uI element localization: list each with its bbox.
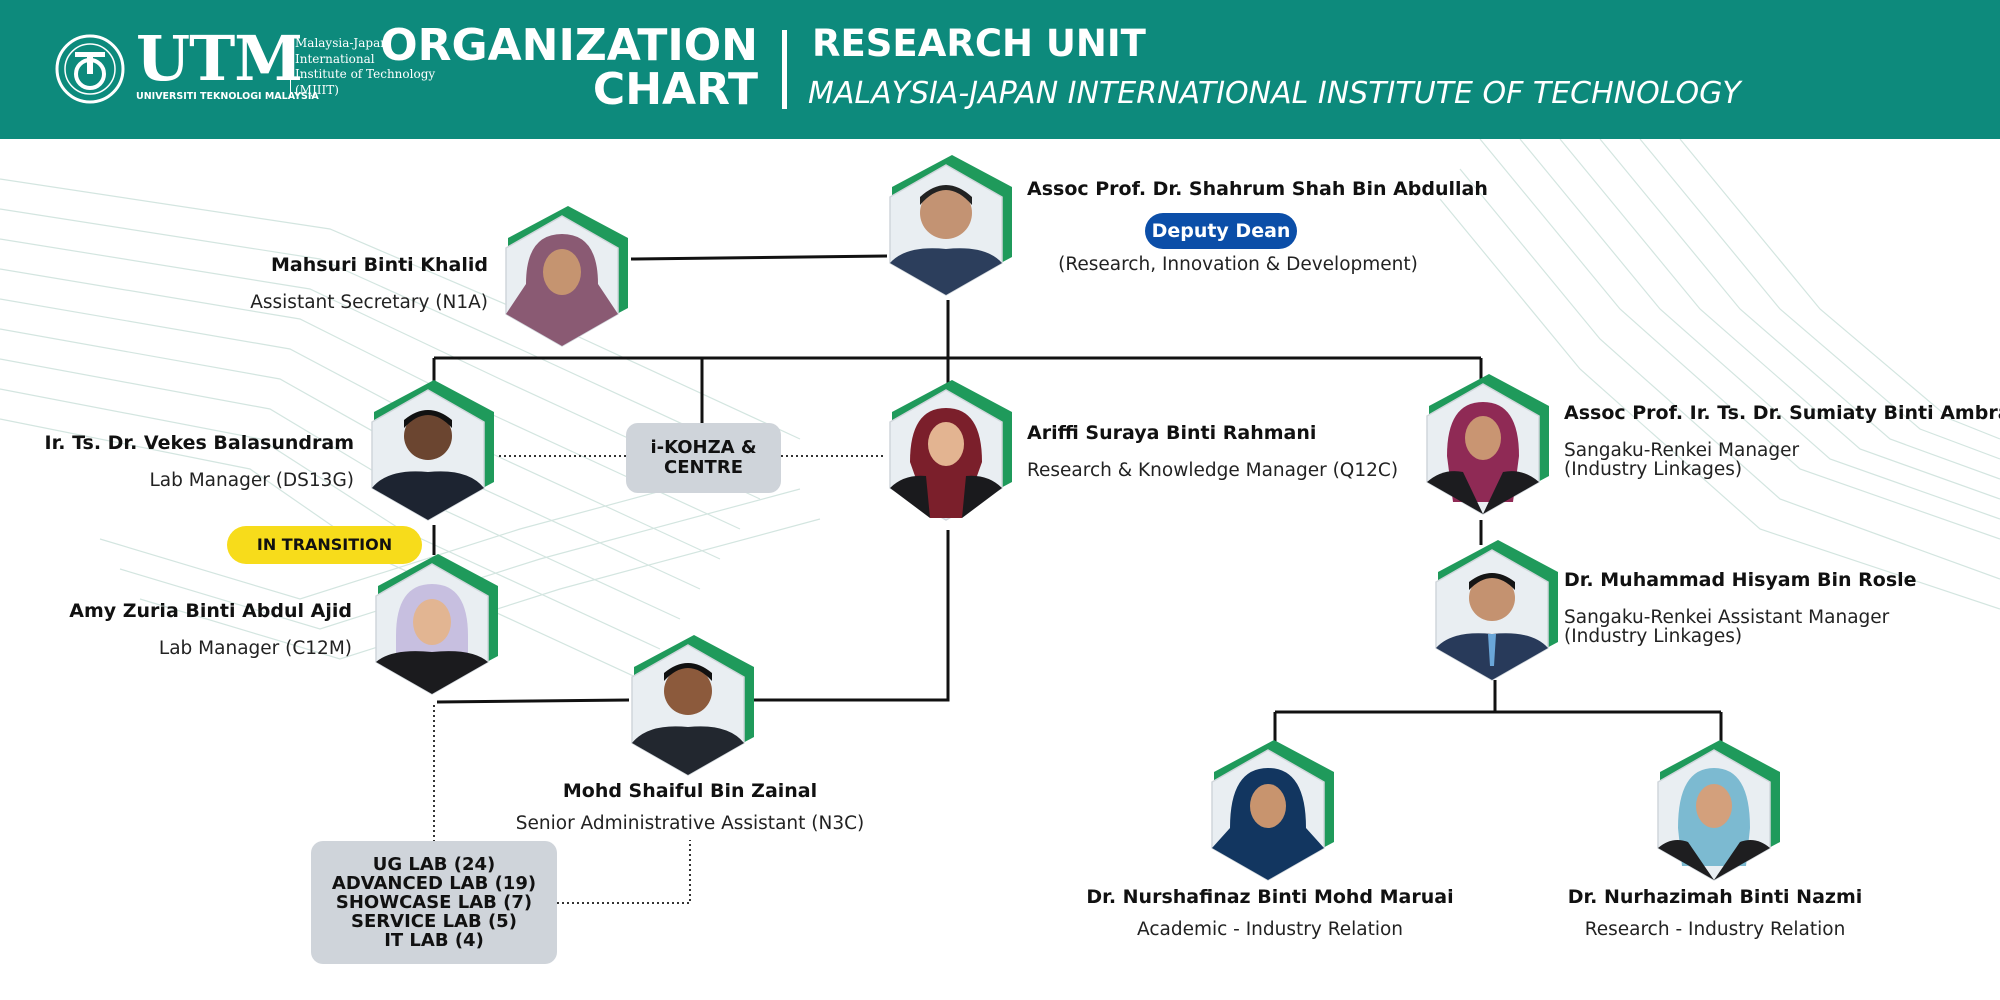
photo-deputy-dean	[889, 155, 1012, 296]
photo-amy	[375, 554, 498, 695]
hisyam-role: Sangaku-Renkei Assistant Manager (Indust…	[1564, 607, 1890, 647]
ariffi-role: Research & Knowledge Manager (Q12C)	[1027, 460, 1399, 481]
lab-item: SERVICE LAB (5)	[351, 911, 517, 932]
ikohza-line-2: CENTRE	[663, 457, 743, 478]
photo-hisyam	[1435, 540, 1558, 681]
utm-logo-subtitle: UNIVERSITI TEKNOLOGI MALAYSIA	[136, 91, 319, 102]
page-title: ORGANIZATION CHART	[380, 24, 758, 112]
title-divider	[782, 30, 787, 109]
vekes-name: Ir. Ts. Dr. Vekes Balasundram	[44, 432, 354, 454]
lab-item: ADVANCED LAB (19)	[331, 873, 537, 894]
photo-nurhazimah	[1657, 740, 1780, 881]
amy-role: Lab Manager (C12M)	[158, 638, 352, 659]
deputy-dean-badge: Deputy Dean	[1145, 213, 1297, 249]
sumiaty-role: Sangaku-Renkei Manager (Industry Linkage…	[1564, 440, 1800, 480]
logo-divider	[290, 36, 291, 98]
photo-nurshafinaz	[1211, 740, 1334, 881]
vekes-role: Lab Manager (DS13G)	[149, 470, 354, 491]
in-transition-badge: IN TRANSITION	[227, 526, 422, 564]
mjiit-logo-text: Malaysia-Japan International Institute o…	[295, 36, 436, 97]
nurhazimah-role: Research - Industry Relation	[1584, 919, 1846, 940]
ikohza-centre-box: i-KOHZA & CENTRE	[626, 423, 781, 493]
lab-item: IT LAB (4)	[384, 930, 484, 951]
photo-vekes	[371, 380, 494, 521]
header-banner: UTM UNIVERSITI TEKNOLOGI MALAYSIA Malays…	[0, 0, 2000, 139]
sumiaty-name: Assoc Prof. Ir. Ts. Dr. Sumiaty Binti Am…	[1564, 402, 2000, 424]
ariffi-name: Ariffi Suraya Binti Rahmani	[1027, 422, 1317, 444]
photo-shaiful	[631, 635, 754, 776]
photo-sumiaty	[1426, 374, 1549, 515]
photo-ariffi	[889, 380, 1012, 521]
background-line-pattern	[0, 139, 2000, 680]
page-title-line-2: CHART	[592, 64, 758, 115]
nurshafinaz-name: Dr. Nurshafinaz Binti Mohd Maruai	[1086, 886, 1454, 908]
unit-title: RESEARCH UNIT	[812, 22, 1146, 65]
page-title-line-1: ORGANIZATION	[380, 20, 758, 71]
institute-title: MALAYSIA-JAPAN INTERNATIONAL INSTITUTE O…	[808, 76, 1741, 111]
shaiful-role: Senior Administrative Assistant (N3C)	[515, 813, 865, 834]
lab-item: SHOWCASE LAB (7)	[335, 892, 533, 913]
labs-box: UG LAB (24) ADVANCED LAB (19) SHOWCASE L…	[311, 841, 557, 964]
utm-logo-text: UTM	[136, 22, 303, 95]
utm-emblem-icon	[55, 34, 125, 104]
shaiful-name: Mohd Shaiful Bin Zainal	[562, 780, 818, 802]
photo-secretary	[505, 206, 628, 347]
hisyam-name: Dr. Muhammad Hisyam Bin Rosle	[1564, 569, 1917, 591]
ikohza-line-1: i-KOHZA &	[650, 437, 757, 458]
nurshafinaz-role: Academic - Industry Relation	[1136, 919, 1404, 940]
secretary-role: Assistant Secretary (N1A)	[250, 292, 488, 313]
amy-name: Amy Zuria Binti Abdul Ajid	[69, 600, 352, 622]
deputy-name: Assoc Prof. Dr. Shahrum Shah Bin Abdulla…	[1027, 178, 1488, 200]
secretary-name: Mahsuri Binti Khalid	[270, 254, 488, 276]
deputy-role: (Research, Innovation & Development)	[1058, 254, 1418, 275]
nurhazimah-name: Dr. Nurhazimah Binti Nazmi	[1567, 886, 1863, 908]
lab-item: UG LAB (24)	[372, 854, 496, 875]
